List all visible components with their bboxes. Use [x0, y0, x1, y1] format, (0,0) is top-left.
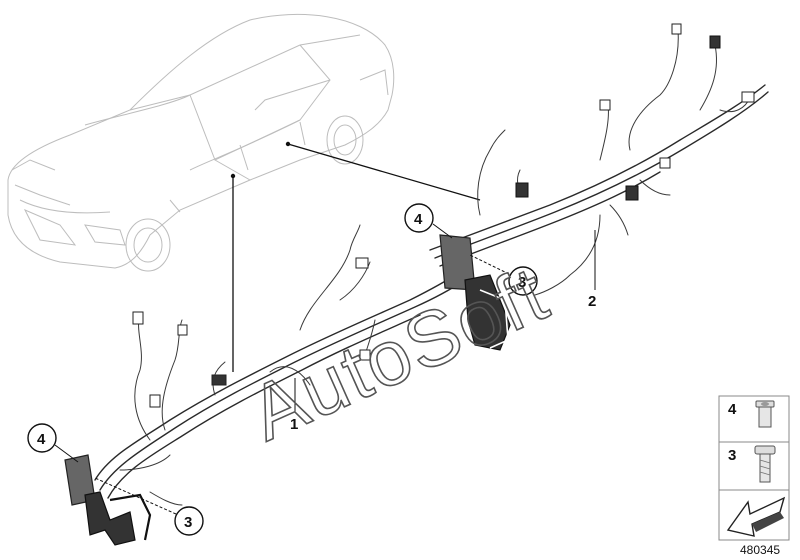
- callout-part-3-bottom: 3: [94, 477, 204, 536]
- svg-text:4: 4: [414, 211, 423, 228]
- bolt-icon: [754, 445, 776, 483]
- svg-text:3: 3: [728, 447, 736, 464]
- svg-text:3: 3: [184, 514, 192, 531]
- callout-part-4-top: 4: [404, 203, 453, 239]
- svg-text:4: 4: [728, 401, 737, 418]
- svg-text:2: 2: [588, 293, 596, 310]
- callout-harness-2: 2: [588, 230, 596, 310]
- front-wiring-harness: [64, 224, 466, 546]
- callout-part-3-top: 3: [469, 254, 538, 296]
- nut-rivet-icon: [755, 400, 775, 428]
- leader-lines: [230, 141, 481, 372]
- callout-harness-1: 1: [290, 378, 298, 433]
- car-outline-illustration: [7, 13, 395, 272]
- parts-panel: 4 3: [718, 395, 790, 541]
- parts-panel-item-4[interactable]: 4: [728, 400, 775, 428]
- rear-wiring-harness: [429, 23, 769, 351]
- watermark-text: AutoSoft: [237, 249, 561, 458]
- svg-text:1: 1: [290, 416, 298, 433]
- callout-part-4-bottom: 4: [27, 423, 79, 463]
- svg-text:3: 3: [518, 274, 526, 291]
- arrow-back-icon[interactable]: [726, 496, 786, 537]
- diagram-id-label: 480345: [740, 543, 780, 557]
- parts-panel-item-3[interactable]: 3: [728, 445, 776, 483]
- svg-text:4: 4: [37, 431, 46, 448]
